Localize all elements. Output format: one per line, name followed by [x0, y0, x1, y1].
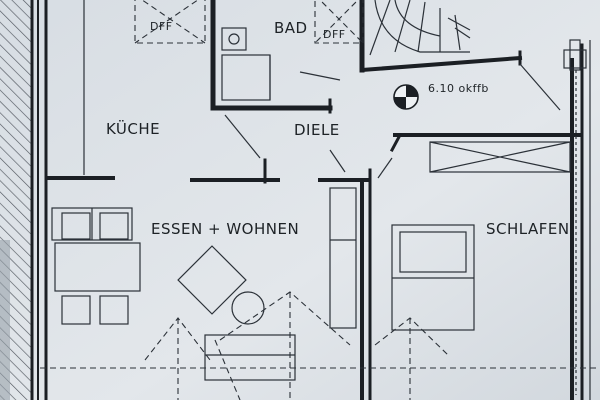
interior-walls [46, 0, 591, 400]
exterior-wall-left [0, 0, 48, 400]
room-label-schlafen: SCHLAFEN [486, 220, 570, 238]
roof-slope-lines [40, 291, 600, 400]
room-label-diele: DIELE [294, 121, 340, 139]
room-label-kueche: KÜCHE [106, 119, 160, 138]
hall-cabinet [329, 187, 357, 329]
skylight-kitchen [134, 0, 206, 44]
guide-lines [224, 63, 561, 179]
skylight-label-kitchen: DFF [150, 20, 173, 33]
staircase [369, 0, 471, 56]
level-marker-icon [393, 84, 419, 110]
kitchen-counter [51, 207, 133, 241]
window-right [563, 39, 587, 395]
bath-fixtures [221, 27, 271, 101]
skylight-bath [314, 0, 364, 44]
living-furniture [177, 245, 296, 381]
wardrobe [429, 141, 571, 173]
room-label-essen-wohnen: ESSEN + WOHNEN [151, 220, 299, 238]
bed [391, 224, 475, 331]
level-marker-label: 6.10 okffb [428, 82, 489, 95]
dining-table [54, 212, 141, 325]
room-label-bad: BAD [274, 19, 308, 37]
skylight-label-bath: DFF [323, 28, 346, 41]
